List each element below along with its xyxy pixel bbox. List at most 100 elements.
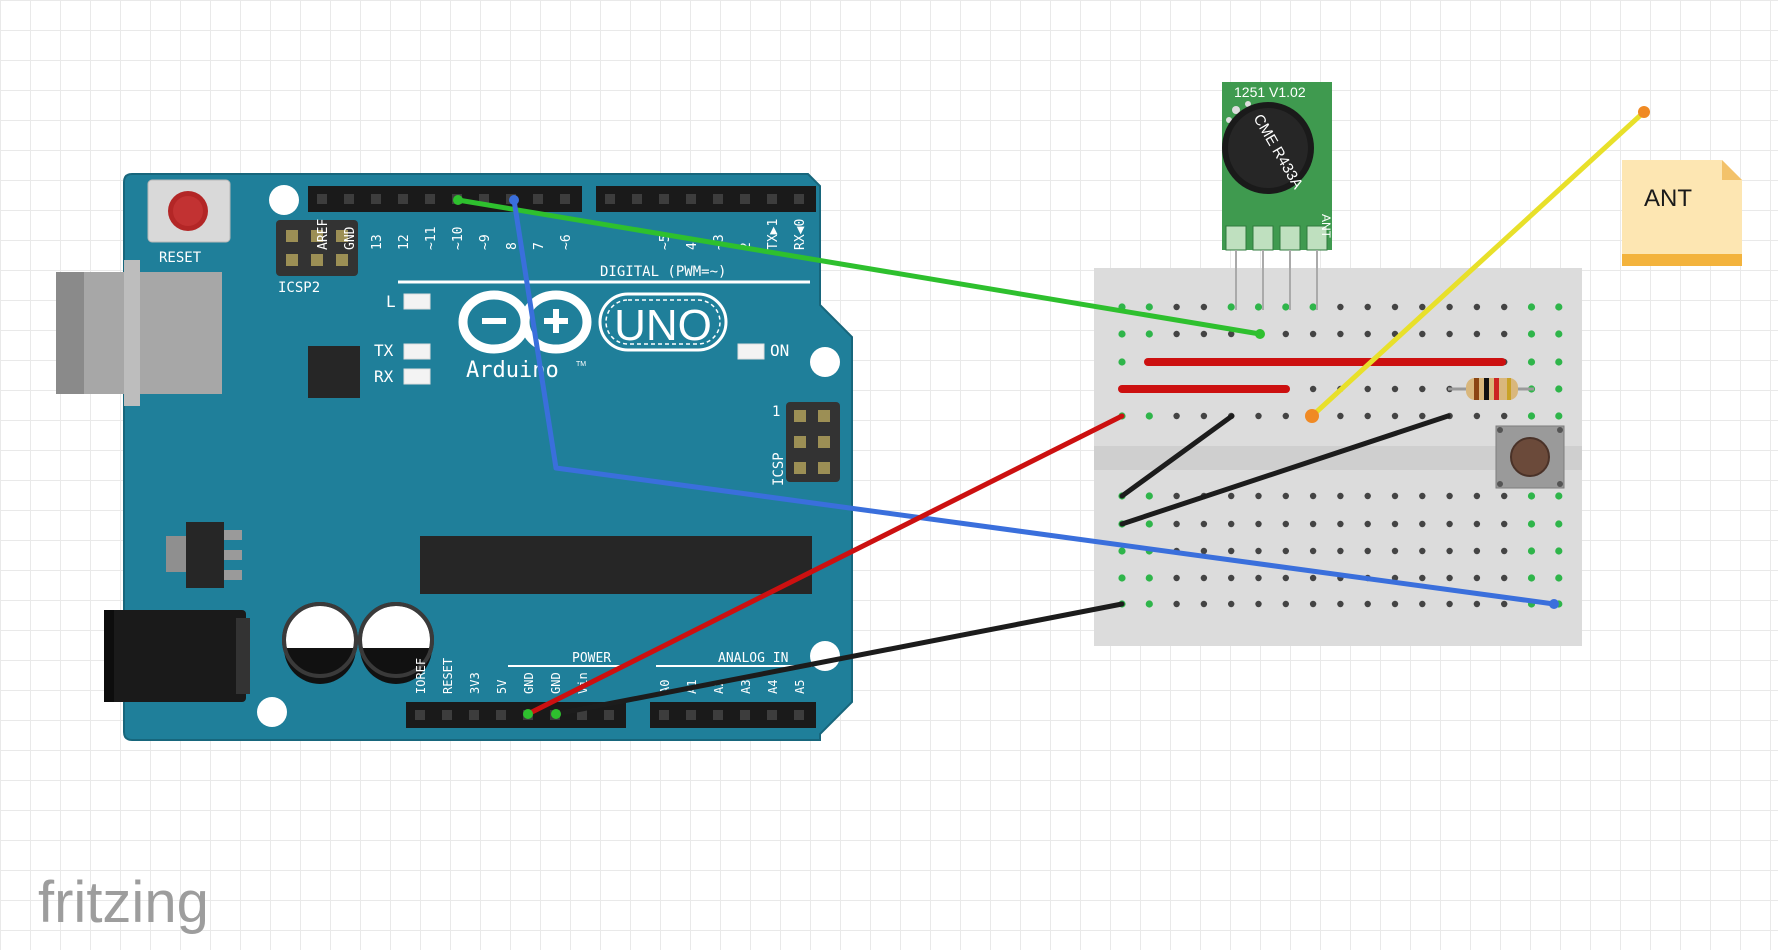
breadboard-hole[interactable] <box>1228 547 1235 555</box>
breadboard-hole[interactable] <box>1555 358 1563 366</box>
breadboard-hole[interactable] <box>1118 358 1126 366</box>
header-pin[interactable] <box>533 194 543 204</box>
breadboard-hole[interactable] <box>1527 303 1536 311</box>
breadboard-hole[interactable] <box>1118 547 1126 555</box>
breadboard-hole[interactable] <box>1200 547 1208 555</box>
wire-black[interactable] <box>553 601 1125 717</box>
breadboard-hole[interactable] <box>1473 600 1481 608</box>
breadboard-hole[interactable] <box>1527 547 1536 555</box>
header-pin[interactable] <box>496 710 506 720</box>
breadboard-hole[interactable] <box>1446 520 1453 528</box>
breadboard-hole[interactable] <box>1309 574 1317 582</box>
breadboard-hole[interactable] <box>1527 358 1536 366</box>
breadboard-hole[interactable] <box>1255 492 1262 500</box>
breadboard-hole[interactable] <box>1419 492 1426 500</box>
breadboard-hole[interactable] <box>1200 303 1208 311</box>
breadboard-hole[interactable] <box>1364 520 1371 528</box>
breadboard-hole[interactable] <box>1145 303 1153 311</box>
breadboard-hole[interactable] <box>1501 303 1508 311</box>
breadboard-hole[interactable] <box>1501 600 1508 608</box>
header-pin[interactable] <box>469 710 479 720</box>
header-pin[interactable] <box>767 710 777 720</box>
header-pin[interactable] <box>740 194 750 204</box>
breadboard-hole[interactable] <box>1446 547 1453 555</box>
breadboard-hole[interactable] <box>1145 492 1153 500</box>
breadboard-hole[interactable] <box>1118 574 1126 582</box>
header-pin[interactable] <box>659 710 669 720</box>
breadboard-hole[interactable] <box>1419 600 1426 608</box>
breadboard-hole[interactable] <box>1501 547 1508 555</box>
wire-black[interactable] <box>1119 413 1235 499</box>
header-pin[interactable] <box>560 194 570 204</box>
breadboard-hole[interactable] <box>1391 520 1399 528</box>
header-pin[interactable] <box>632 194 642 204</box>
header-pin[interactable] <box>794 710 804 720</box>
breadboard-hole[interactable] <box>1173 600 1180 608</box>
breadboard-hole[interactable] <box>1527 412 1536 420</box>
breadboard-hole[interactable] <box>1364 412 1371 420</box>
breadboard-hole[interactable] <box>1145 412 1153 420</box>
breadboard-hole[interactable] <box>1228 600 1235 608</box>
header-pin[interactable] <box>686 710 696 720</box>
breadboard-hole[interactable] <box>1446 330 1453 338</box>
breadboard-hole[interactable] <box>1200 412 1208 420</box>
breadboard-hole[interactable] <box>1145 520 1153 528</box>
breadboard-hole[interactable] <box>1309 303 1317 311</box>
header-pin[interactable] <box>577 710 587 720</box>
breadboard-hole[interactable] <box>1446 492 1453 500</box>
breadboard-hole[interactable] <box>1555 492 1563 500</box>
wire-green[interactable] <box>455 197 1263 337</box>
breadboard-hole[interactable] <box>1527 492 1536 500</box>
breadboard-hole[interactable] <box>1446 303 1453 311</box>
breadboard-hole[interactable] <box>1309 600 1317 608</box>
breadboard-hole[interactable] <box>1282 574 1290 582</box>
header-pin[interactable] <box>344 194 354 204</box>
breadboard-hole[interactable] <box>1364 547 1371 555</box>
breadboard-hole[interactable] <box>1337 547 1344 555</box>
breadboard-hole[interactable] <box>1145 574 1153 582</box>
breadboard-hole[interactable] <box>1473 412 1481 420</box>
breadboard-hole[interactable] <box>1337 520 1344 528</box>
wire-blue[interactable] <box>511 197 1557 607</box>
breadboard-hole[interactable] <box>1473 330 1481 338</box>
breadboard-hole[interactable] <box>1527 520 1536 528</box>
breadboard-hole[interactable] <box>1255 574 1262 582</box>
resistor[interactable] <box>1448 378 1534 400</box>
breadboard-hole[interactable] <box>1173 574 1180 582</box>
breadboard-hole[interactable] <box>1473 520 1481 528</box>
breadboard-hole[interactable] <box>1419 412 1426 420</box>
breadboard-hole[interactable] <box>1228 520 1235 528</box>
breadboard-hole[interactable] <box>1227 303 1235 311</box>
header-pin[interactable] <box>740 710 750 720</box>
breadboard-hole[interactable] <box>1364 600 1371 608</box>
breadboard-hole[interactable] <box>1473 303 1481 311</box>
breadboard-hole[interactable] <box>1364 385 1371 393</box>
header-pin[interactable] <box>605 194 615 204</box>
breadboard-hole[interactable] <box>1446 574 1453 582</box>
breadboard-hole[interactable] <box>1501 412 1508 420</box>
breadboard-hole[interactable] <box>1364 492 1371 500</box>
breadboard-hole[interactable] <box>1473 547 1481 555</box>
breadboard-hole[interactable] <box>1200 330 1208 338</box>
breadboard-hole[interactable] <box>1419 330 1426 338</box>
breadboard-hole[interactable] <box>1200 574 1208 582</box>
breadboard-hole[interactable] <box>1419 574 1426 582</box>
header-pin[interactable] <box>479 194 489 204</box>
breadboard-hole[interactable] <box>1145 600 1153 608</box>
breadboard-hole[interactable] <box>1228 492 1235 500</box>
breadboard-hole[interactable] <box>1501 492 1508 500</box>
antenna-note[interactable]: ANT <box>1622 160 1742 266</box>
breadboard-hole[interactable] <box>1555 385 1563 393</box>
breadboard-hole[interactable] <box>1391 492 1399 500</box>
breadboard-hole[interactable] <box>1446 600 1453 608</box>
wire-black[interactable] <box>1119 413 1451 527</box>
breadboard-hole[interactable] <box>1501 330 1508 338</box>
breadboard-hole[interactable] <box>1173 492 1180 500</box>
header-pin[interactable] <box>604 710 614 720</box>
breadboard-hole[interactable] <box>1282 412 1290 420</box>
push-button[interactable] <box>1495 425 1565 489</box>
breadboard-hole[interactable] <box>1527 330 1536 338</box>
breadboard-hole[interactable] <box>1118 330 1126 338</box>
breadboard-hole[interactable] <box>1282 600 1290 608</box>
breadboard-hole[interactable] <box>1173 303 1180 311</box>
